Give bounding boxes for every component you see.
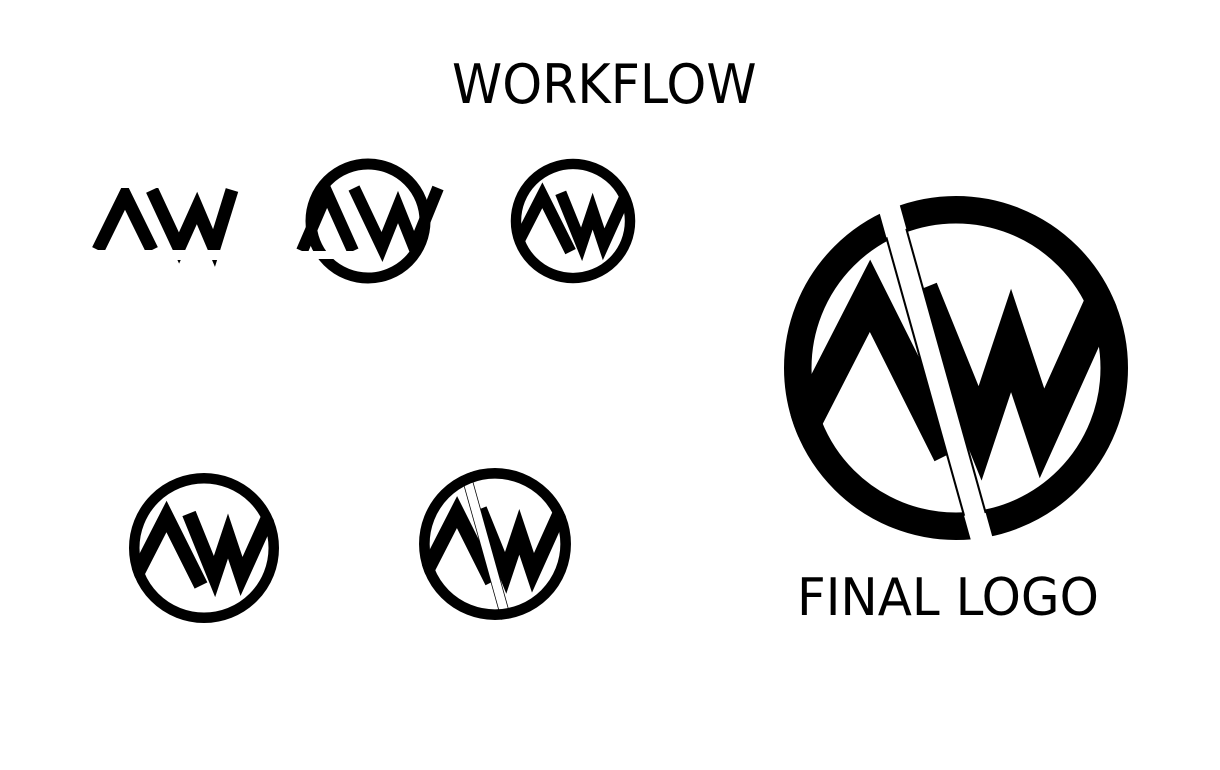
logo-step-4: [126, 470, 282, 626]
aw-circle-clipped-icon: [510, 158, 636, 284]
aw-circle-merged-icon: [129, 473, 279, 623]
logo-step-1: [92, 180, 239, 267]
logo-final: [784, 196, 1128, 540]
aw-monogram-icon: [92, 180, 239, 267]
logo-step-5: [416, 465, 574, 623]
workflow-title: WORKFLOW: [452, 53, 757, 116]
final-logo-label: FINAL LOGO: [797, 568, 1099, 628]
aw-final-logo-icon: [784, 196, 1128, 540]
aw-circle-overlap-icon: [296, 158, 444, 284]
logo-step-3: [508, 156, 638, 286]
logo-step-2: [296, 155, 444, 285]
aw-circle-guides-icon: [419, 468, 571, 620]
